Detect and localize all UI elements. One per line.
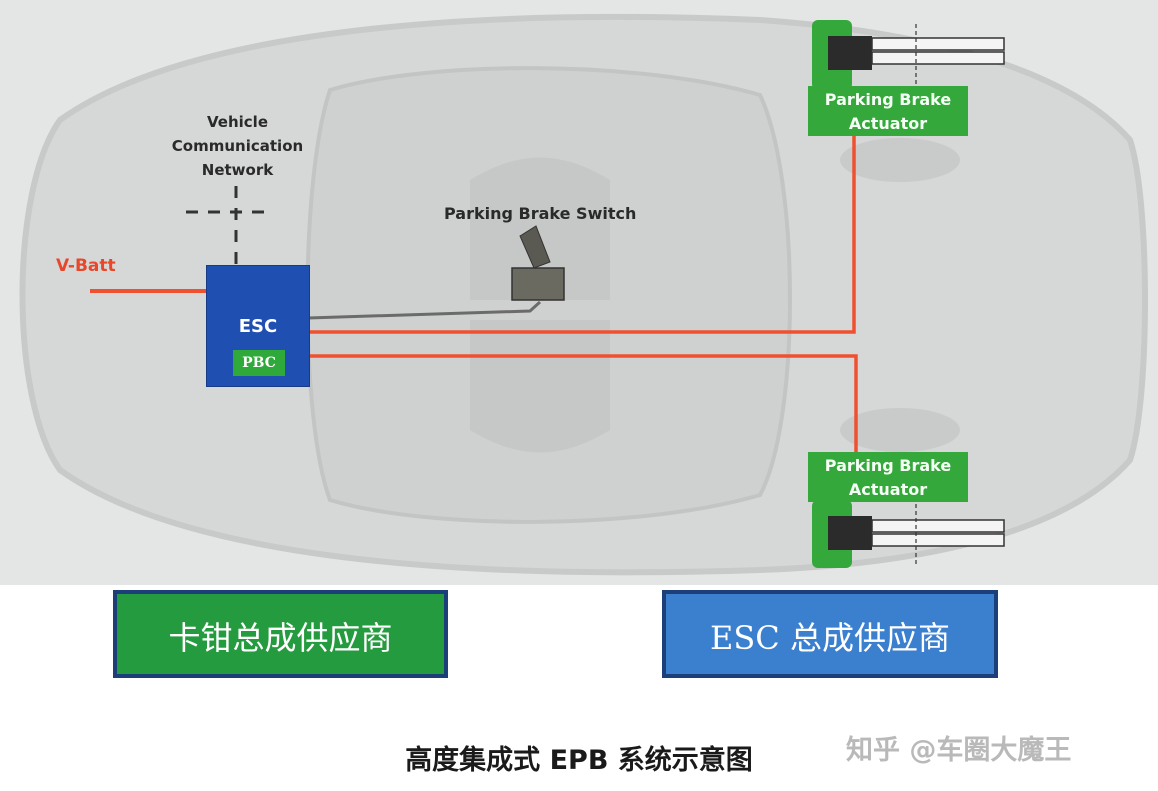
epb-system-diagram: Vehicle Communication Network Parking Br… bbox=[0, 0, 1158, 585]
esc-module: ESC PBC bbox=[206, 265, 310, 387]
caliper-supplier-box: 卡钳总成供应商 bbox=[113, 590, 448, 678]
vehicle-network-line-3: Network bbox=[201, 161, 274, 179]
pbc-module: PBC bbox=[233, 350, 285, 376]
vehicle-network-connector bbox=[186, 186, 268, 264]
vbatt-label: V-Batt bbox=[56, 256, 116, 276]
vehicle-network-line-2: Communication bbox=[171, 137, 304, 155]
vehicle-network-line-1: Vehicle bbox=[207, 113, 268, 131]
esc-supplier-box: ESC 总成供应商 bbox=[662, 590, 998, 678]
car-background-drawing bbox=[19, 13, 1148, 576]
esc-label: ESC bbox=[238, 316, 278, 337]
watermark: 知乎 @车圈大魔王 bbox=[846, 735, 1072, 766]
diagram-caption: 高度集成式 EPB 系统示意图 bbox=[405, 745, 753, 776]
actuator-bottom-line-1: Parking Brake bbox=[824, 456, 952, 475]
actuator-top-line-2: Actuator bbox=[848, 114, 928, 133]
top-caliper bbox=[812, 20, 1005, 90]
esc-to-top-actuator-line bbox=[308, 136, 856, 334]
actuator-top-line-1: Parking Brake bbox=[824, 90, 952, 109]
esc-to-bottom-actuator-line bbox=[308, 354, 858, 452]
bottom-caliper bbox=[812, 500, 1005, 568]
parking-brake-switch-label: Parking Brake Switch bbox=[444, 204, 637, 223]
parking-brake-actuator-top: Parking Brake Actuator bbox=[808, 86, 968, 136]
vehicle-network-label: Vehicle Communication Network bbox=[150, 110, 325, 182]
parking-brake-actuator-bottom: Parking Brake Actuator bbox=[808, 452, 968, 502]
actuator-bottom-line-2: Actuator bbox=[848, 480, 928, 499]
parking-brake-switch-icon bbox=[511, 225, 565, 301]
switch-signal-line bbox=[307, 300, 542, 320]
